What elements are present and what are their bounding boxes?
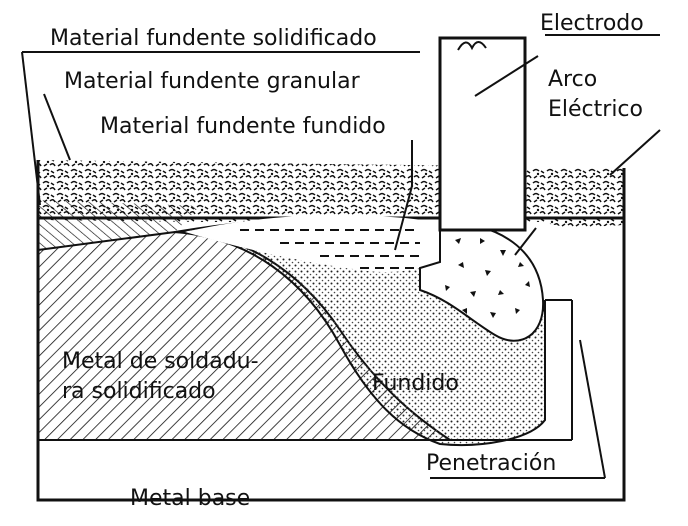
label-material-fundente-granular: Material fundente granular — [64, 69, 361, 94]
label-material-fundente-fundido: Material fundente fundido — [100, 114, 386, 139]
label-metal-soldadura-1: Metal de soldadu- — [62, 349, 259, 374]
label-metal-base: Metal base — [130, 486, 250, 511]
label-electrodo: Electrodo — [540, 11, 644, 36]
label-penetracion: Penetración — [426, 451, 556, 476]
label-arco: Arco — [548, 67, 597, 92]
electrode — [440, 38, 525, 230]
label-material-fundente-solidificado: Material fundente solidificado — [50, 26, 377, 51]
label-metal-soldadura-2: ra solidificado — [62, 379, 216, 404]
label-electrico: Eléctrico — [548, 97, 643, 122]
label-fundido: Fundido — [372, 371, 459, 396]
